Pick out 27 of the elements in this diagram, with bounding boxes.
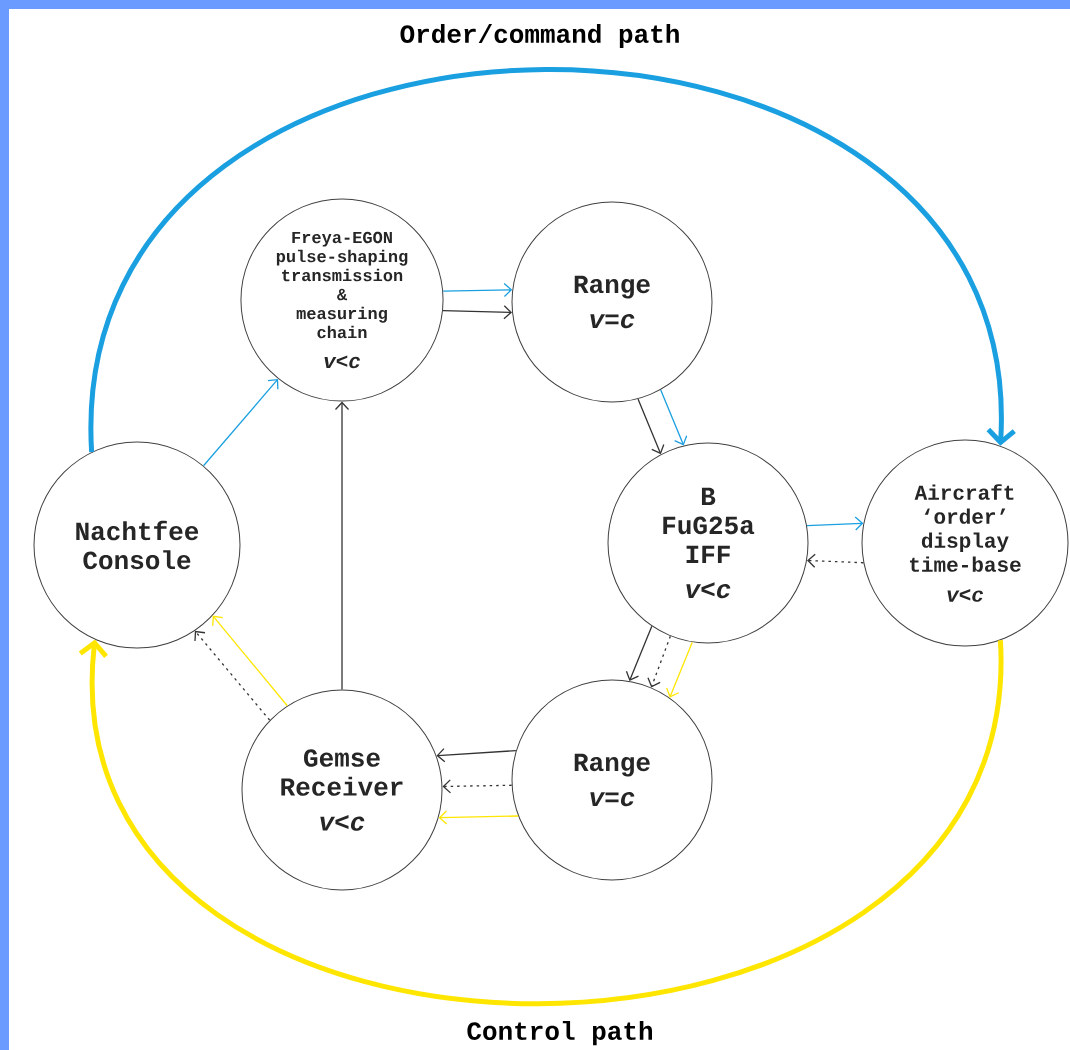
arrow bbox=[202, 378, 279, 467]
arrow bbox=[442, 779, 513, 794]
arrow bbox=[442, 282, 513, 298]
circle-node: Gemse Receiver v<c bbox=[241, 689, 443, 891]
arrow bbox=[625, 625, 653, 682]
edge-label: Control path bbox=[464, 1018, 656, 1048]
circle-node: Range v=c bbox=[511, 679, 713, 881]
arrow bbox=[212, 615, 288, 707]
arrow bbox=[78, 639, 1003, 1007]
arrow bbox=[647, 635, 671, 688]
circle-node: Aircraft ‘order’ display time-base v<c bbox=[861, 439, 1069, 647]
arrow bbox=[334, 401, 350, 691]
arrow bbox=[438, 810, 519, 825]
circle-node: Range v=c bbox=[511, 201, 713, 403]
circle-node: Freya-EGON pulse-shaping transmission & measuring chain v<c bbox=[240, 198, 444, 402]
arrow bbox=[442, 305, 513, 320]
arrow bbox=[194, 630, 271, 721]
arrow bbox=[637, 398, 665, 455]
arrow bbox=[660, 389, 688, 446]
edge-label: Order/command path bbox=[397, 21, 683, 51]
arrow bbox=[806, 516, 864, 531]
circle-node: Nachtfee Console bbox=[33, 441, 241, 649]
arrow bbox=[436, 748, 517, 763]
circle-node: B FuG25a IFF v<c bbox=[607, 442, 809, 644]
arrow bbox=[807, 553, 865, 568]
arrow bbox=[89, 67, 1016, 453]
arrow bbox=[666, 641, 693, 698]
